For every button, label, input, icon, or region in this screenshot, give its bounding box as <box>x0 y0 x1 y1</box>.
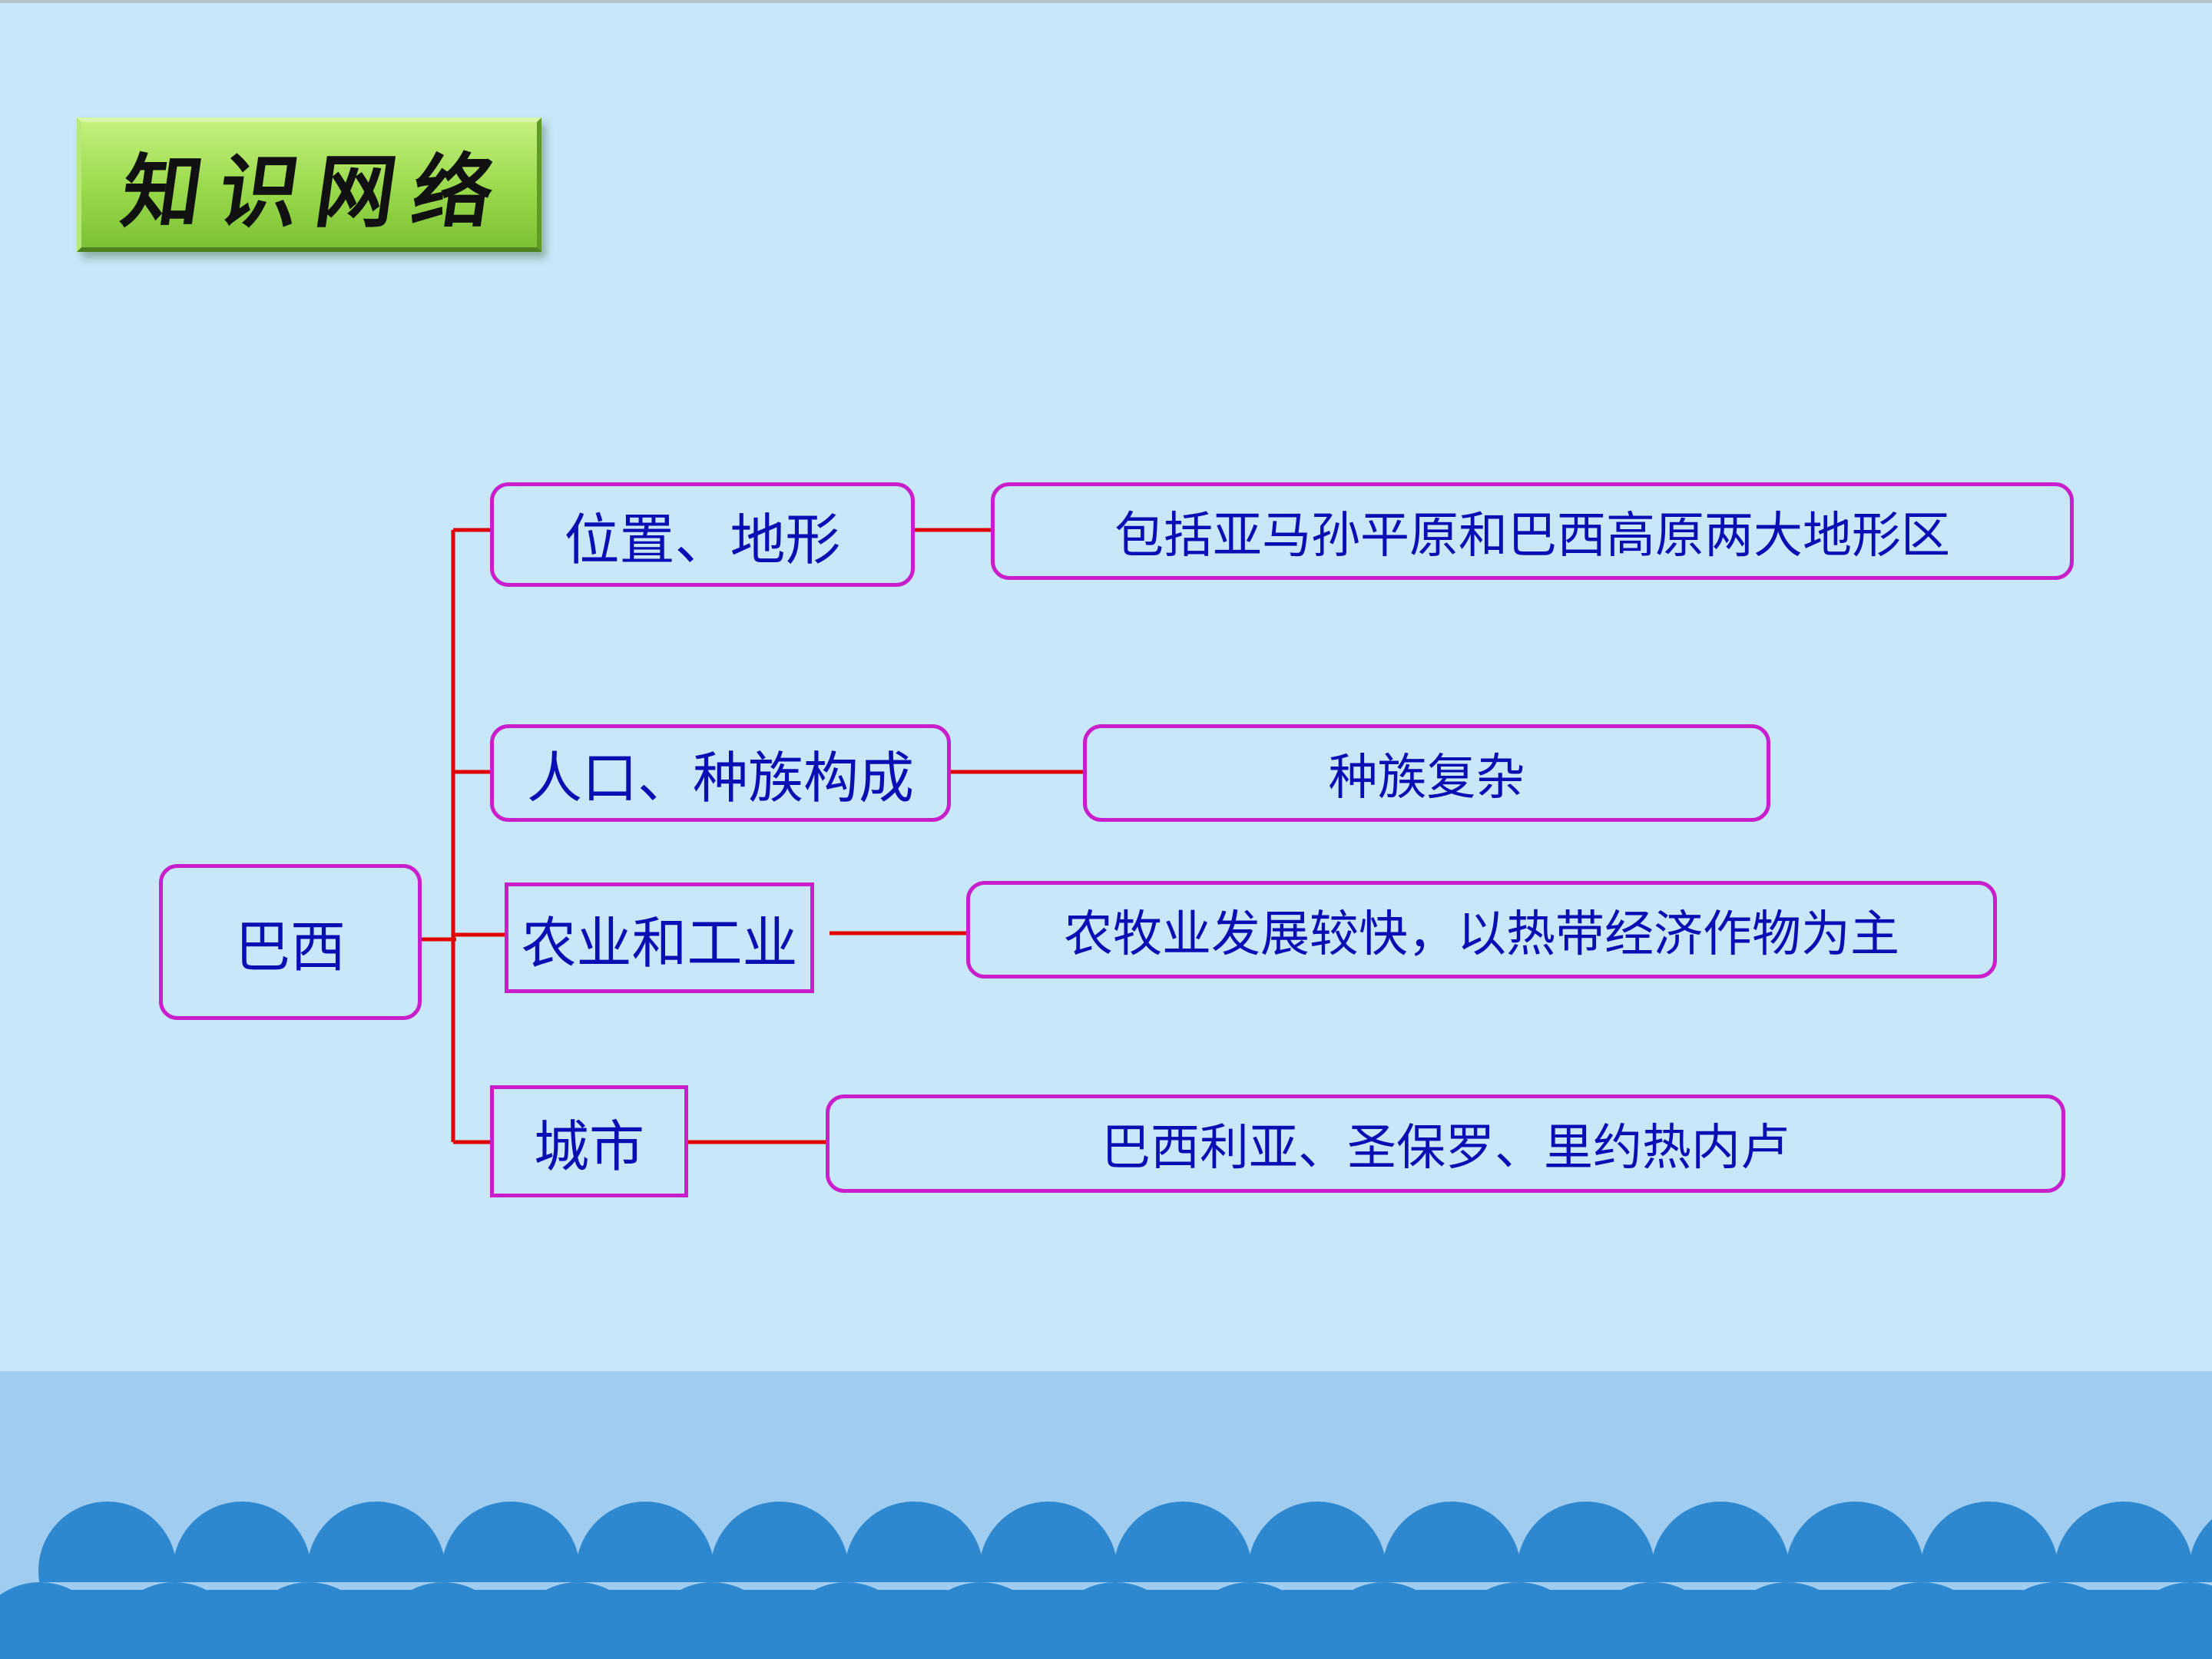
root-node: 巴西 <box>159 864 422 1020</box>
detail-label: 包括亚马孙平原和巴西高原两大地形区 <box>1114 507 1950 565</box>
wave-scallop <box>912 1582 1050 1659</box>
detail-label: 种族复杂 <box>1328 749 1525 806</box>
detail-node-industry: 农牧业发展较快，以热带经济作物为主 <box>966 881 1997 979</box>
topic-label: 城市 <box>533 1114 644 1179</box>
wave-scallop <box>105 1582 243 1659</box>
wave-scallop <box>240 1582 378 1659</box>
topic-node-population: 人口、种族构成 <box>490 724 951 822</box>
wave-scallop <box>2121 1582 2212 1659</box>
slide-top-edge <box>0 0 2212 3</box>
wave-scallop <box>643 1582 781 1659</box>
wave-scallop <box>777 1582 916 1659</box>
wave-scallop <box>1987 1582 2125 1659</box>
detail-node-location: 包括亚马孙平原和巴西高原两大地形区 <box>991 482 2074 580</box>
wave-scallop <box>1853 1582 1991 1659</box>
wave-scallop <box>1315 1582 1453 1659</box>
wave-scallop <box>1718 1582 1856 1659</box>
wave-scallop <box>1181 1582 1319 1659</box>
topic-label: 位置、地形 <box>564 507 841 572</box>
detail-node-cities: 巴西利亚、圣保罗、里约热内卢 <box>826 1094 2065 1193</box>
wave-scallop <box>508 1582 647 1659</box>
wave-scallop <box>0 1582 109 1659</box>
detail-node-population: 种族复杂 <box>1083 724 1770 822</box>
title-badge: 知识网络 <box>77 118 541 252</box>
wave-scallop <box>1449 1582 1588 1659</box>
topic-label: 农业和工业 <box>521 910 798 975</box>
topic-node-cities: 城市 <box>490 1085 688 1197</box>
topic-node-industry: 农业和工业 <box>505 882 814 993</box>
detail-label: 巴西利亚、圣保罗、里约热内卢 <box>1101 1120 1790 1177</box>
topic-label: 人口、种族构成 <box>526 746 914 810</box>
detail-label: 农牧业发展较快，以热带经济作物为主 <box>1064 906 1899 963</box>
wave-scallop <box>1046 1582 1184 1659</box>
root-node-label: 巴西 <box>234 915 346 979</box>
wave-scallop <box>1584 1582 1722 1659</box>
wave-scallop <box>374 1582 512 1659</box>
topic-node-location: 位置、地形 <box>490 482 915 587</box>
